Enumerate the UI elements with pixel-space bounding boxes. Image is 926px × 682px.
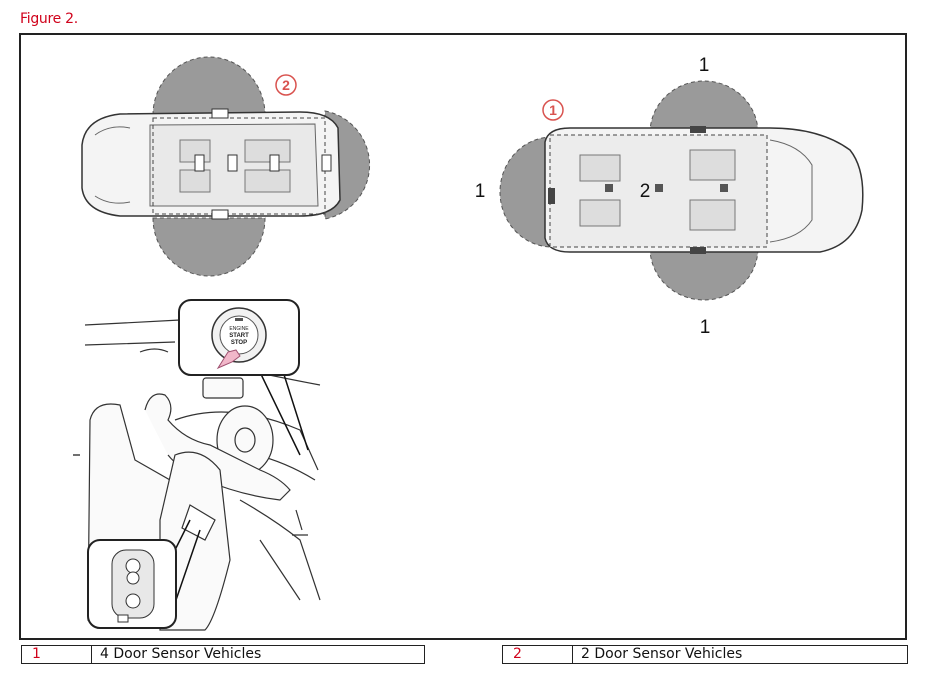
antenna-middle bbox=[227, 154, 238, 172]
legend-row-2: 2 2 Door Sensor Vehicles bbox=[502, 645, 908, 664]
zone-bottom bbox=[152, 217, 266, 277]
front-seat-back bbox=[159, 451, 231, 631]
antenna-top bbox=[211, 108, 229, 119]
grab-handle bbox=[139, 348, 169, 353]
start-button-indicator bbox=[235, 318, 243, 321]
seat-rear-right bbox=[244, 169, 291, 193]
legend-row-1: 1 4 Door Sensor Vehicles bbox=[21, 645, 425, 664]
gear-shift bbox=[292, 509, 308, 536]
figure-title: Figure 2. bbox=[20, 11, 78, 27]
antenna-c-2door bbox=[720, 184, 728, 192]
seat-rear-right-2door bbox=[579, 199, 621, 227]
zone-top-2door bbox=[649, 80, 759, 134]
center-console bbox=[239, 499, 321, 601]
legend-label-2: 2 Door Sensor Vehicles bbox=[581, 646, 743, 662]
start-button-leader bbox=[257, 361, 309, 456]
zone-top bbox=[152, 56, 266, 116]
four-door-vehicle-diagram: 2 bbox=[81, 56, 370, 277]
legend-number-1: 1 bbox=[22, 646, 92, 663]
front-fenders bbox=[94, 126, 131, 204]
antenna-bottom-2door bbox=[690, 247, 706, 254]
legend-label-1: 4 Door Sensor Vehicles bbox=[100, 646, 262, 662]
rear-view-mirror bbox=[202, 377, 244, 399]
antenna-top-2door bbox=[690, 126, 706, 133]
start-button-inset: ENGINE START STOP bbox=[178, 299, 300, 376]
seat-front-right-2door bbox=[689, 199, 736, 231]
callout-bottom: 1 bbox=[700, 317, 711, 338]
callout-top: 1 bbox=[699, 55, 710, 76]
fob-unlock-button bbox=[126, 571, 140, 585]
callout-left: 1 bbox=[475, 181, 486, 202]
fob-lock-button bbox=[125, 558, 141, 574]
antenna-b-2door bbox=[655, 184, 663, 192]
seat-front-left-2door bbox=[689, 149, 736, 181]
badge-number-4door: 2 bbox=[282, 77, 290, 93]
start-button-text-3: STOP bbox=[231, 340, 247, 346]
fob-key-tip bbox=[117, 614, 129, 623]
seat-front-right bbox=[179, 169, 211, 193]
callout-center: 2 bbox=[640, 181, 651, 202]
antenna-bottom bbox=[211, 209, 229, 220]
two-door-vehicle-diagram: 1 1 2 1 1 bbox=[475, 55, 864, 338]
antenna-trunk bbox=[321, 154, 332, 172]
badge-circle-4door bbox=[275, 74, 297, 96]
seat-rear-left-2door bbox=[579, 154, 621, 182]
fob-trunk-button bbox=[125, 593, 141, 609]
steering-hub bbox=[234, 427, 256, 453]
antenna-rear-2door bbox=[548, 188, 555, 204]
start-button-text-1: ENGINE bbox=[229, 326, 249, 332]
antenna-a-2door bbox=[605, 184, 613, 192]
badge-number-2door: 1 bbox=[549, 102, 557, 118]
zone-rear-2door bbox=[499, 136, 553, 248]
legend-number-2: 2 bbox=[503, 646, 573, 663]
antenna-front bbox=[194, 154, 205, 172]
zone-bottom-2door bbox=[649, 247, 759, 301]
badge-circle-2door bbox=[542, 99, 564, 121]
windshield-2door bbox=[769, 139, 813, 243]
finger-press-icon bbox=[216, 349, 241, 370]
start-button-text-2: START bbox=[229, 333, 249, 339]
seat-belt-buckle bbox=[181, 504, 216, 541]
seat-rear-left bbox=[244, 139, 291, 163]
key-fob-inset bbox=[87, 539, 177, 629]
antenna-rear-cabin bbox=[269, 154, 280, 172]
